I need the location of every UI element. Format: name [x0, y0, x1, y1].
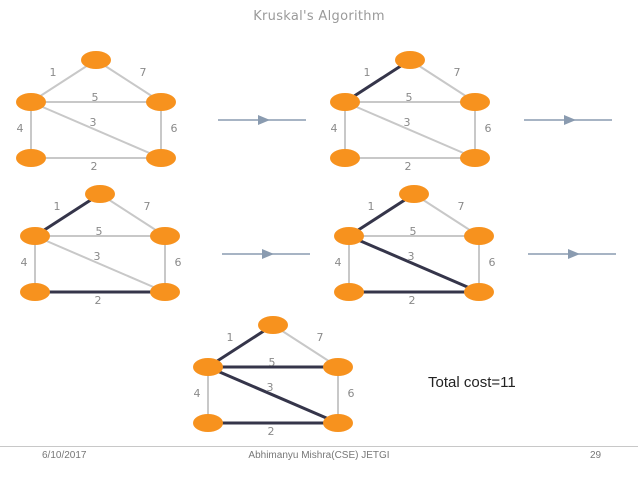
step-arrow-1 [218, 115, 306, 125]
edge-weight-label: 1 [368, 200, 375, 213]
arrow-head-icon [262, 249, 274, 259]
edge-weight-label: 6 [348, 387, 355, 400]
edge-left-bottomright-selected [347, 234, 481, 294]
node-top [395, 51, 425, 69]
arrow-head-icon [568, 249, 580, 259]
edge-left-bottomright [30, 101, 162, 159]
edge-weight-label: 5 [96, 225, 103, 238]
edge-top-right [95, 59, 162, 103]
edge-weight-label: 5 [269, 356, 276, 369]
edge-left-bottomright [34, 235, 166, 293]
node-bottomright [464, 283, 494, 301]
edge-weight-label: 3 [408, 250, 415, 263]
edge-weight-label: 5 [406, 91, 413, 104]
node-right [150, 227, 180, 245]
footer-author: Abhimanyu Mishra(CSE) JETGI [248, 450, 390, 461]
step-arrow-4 [528, 249, 616, 259]
edge-weight-label: 4 [194, 387, 201, 400]
node-bottomright [146, 149, 176, 167]
node-right [323, 358, 353, 376]
edge-weight-label: 5 [92, 91, 99, 104]
node-top [85, 185, 115, 203]
node-left [193, 358, 223, 376]
node-right [460, 93, 490, 111]
edge-weight-label: 2 [95, 294, 102, 307]
node-bottomleft [20, 283, 50, 301]
graph-step-2: 1 7 5 4 3 6 2 [330, 51, 492, 173]
edge-weight-label: 4 [335, 256, 342, 269]
graph-step-4: 1 7 5 4 3 6 2 [334, 185, 496, 307]
edge-weight-label: 6 [489, 256, 496, 269]
node-bottomleft [16, 149, 46, 167]
edge-weight-label: 6 [485, 122, 492, 135]
arrow-head-icon [258, 115, 270, 125]
edge-top-left-selected [343, 58, 412, 104]
edge-weight-label: 4 [331, 122, 338, 135]
node-bottomright [460, 149, 490, 167]
edge-top-left-selected [33, 192, 102, 238]
edge-top-right [99, 193, 166, 237]
edge-top-right [413, 193, 480, 237]
edge-top-left-selected [206, 323, 275, 369]
edge-weight-label: 4 [21, 256, 28, 269]
step-arrow-2 [524, 115, 612, 125]
edge-weight-label: 3 [404, 116, 411, 129]
edge-weight-label: 3 [94, 250, 101, 263]
edge-left-bottomright [344, 101, 476, 159]
edge-top-left-selected [347, 192, 416, 238]
edge-weight-label: 6 [175, 256, 182, 269]
node-bottomleft [330, 149, 360, 167]
edge-weight-label: 3 [267, 381, 274, 394]
footer-page-number: 29 [590, 450, 602, 461]
node-bottomright [323, 414, 353, 432]
node-right [464, 227, 494, 245]
edge-weight-label: 2 [91, 160, 98, 173]
edge-weight-label: 5 [410, 225, 417, 238]
edge-weight-label: 7 [317, 331, 324, 344]
edge-weight-label: 7 [140, 66, 147, 79]
edge-weight-label: 2 [268, 425, 275, 438]
edge-weight-label: 2 [409, 294, 416, 307]
edge-weight-label: 6 [171, 122, 178, 135]
total-cost: Total cost=11 [428, 374, 516, 391]
node-left [20, 227, 50, 245]
edge-left-bottomright-selected [206, 365, 340, 425]
edge-top-right [409, 59, 476, 103]
edge-top-right [272, 324, 339, 368]
footer-date: 6/10/2017 [42, 450, 87, 461]
edge-weight-label: 1 [364, 66, 371, 79]
node-bottomleft [193, 414, 223, 432]
edge-weight-label: 7 [458, 200, 465, 213]
node-top [399, 185, 429, 203]
node-top [81, 51, 111, 69]
graph-step-3: 1 7 5 4 3 6 2 [20, 185, 182, 307]
node-top [258, 316, 288, 334]
graph-step-1: 1 7 5 4 3 6 2 [16, 51, 178, 173]
edge-weight-label: 4 [17, 122, 24, 135]
graph-step-5: 1 7 5 4 3 6 2 [193, 316, 355, 438]
footer-divider [0, 446, 638, 447]
node-right [146, 93, 176, 111]
edge-weight-label: 7 [144, 200, 151, 213]
arrow-head-icon [564, 115, 576, 125]
node-left [334, 227, 364, 245]
edge-weight-label: 1 [227, 331, 234, 344]
node-left [16, 93, 46, 111]
node-left [330, 93, 360, 111]
edge-weight-label: 2 [405, 160, 412, 173]
kruskal-diagram: 1 7 5 4 3 6 2 1 7 5 4 3 6 2 1 7 5 4 3 6 2 1 7 5 4 3 6 2 1 7 5 4 3 6 2 [16, 51, 616, 438]
node-bottomright [150, 283, 180, 301]
node-bottomleft [334, 283, 364, 301]
edge-top-left [30, 59, 97, 103]
edge-weight-label: 1 [54, 200, 61, 213]
edge-weight-label: 1 [50, 66, 57, 79]
edge-weight-label: 3 [90, 116, 97, 129]
edge-weight-label: 7 [454, 66, 461, 79]
slide-title: Kruskal's Algorithm [253, 9, 385, 24]
step-arrow-3 [222, 249, 310, 259]
